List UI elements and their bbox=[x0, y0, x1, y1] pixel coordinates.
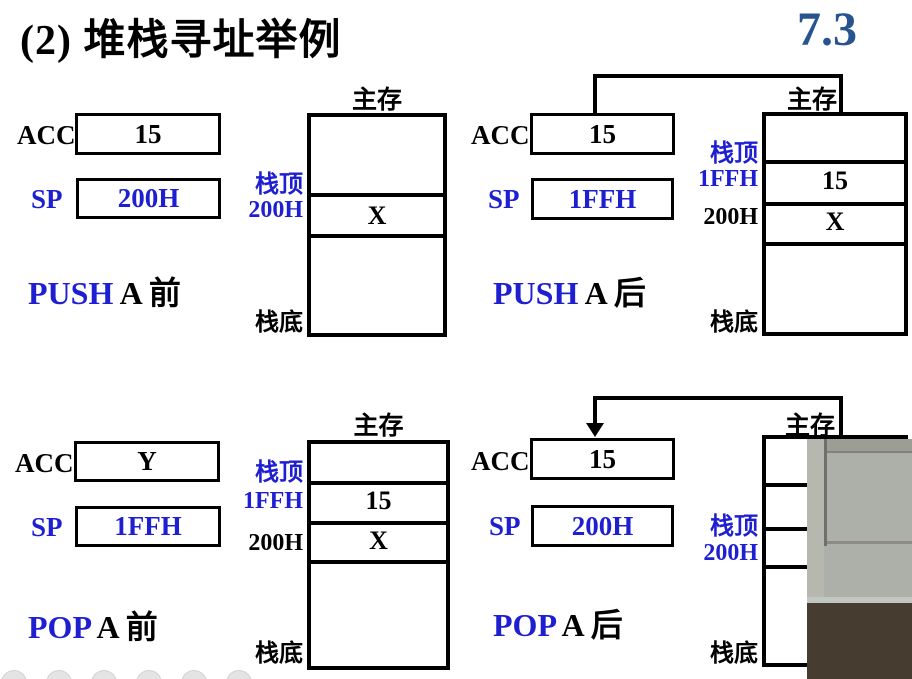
caption-op: PUSH bbox=[28, 275, 114, 311]
pop-arrow-segment bbox=[839, 400, 843, 436]
stack-top-address: 200H bbox=[703, 540, 758, 566]
acc-value: 15 bbox=[589, 118, 616, 149]
stack-top-label: 栈顶 bbox=[710, 514, 758, 540]
memory-title: 主存 bbox=[353, 413, 404, 440]
diagram-caption: PUSH A 前 bbox=[28, 268, 181, 314]
footer-dot bbox=[181, 670, 207, 679]
footer-dot bbox=[46, 670, 72, 679]
photo-horizontal-seam bbox=[827, 451, 912, 453]
acc-label: ACC bbox=[17, 120, 76, 150]
sp-register-box: 1FFH bbox=[75, 506, 221, 547]
stack-bottom-label: 栈底 bbox=[255, 641, 303, 667]
acc-value: 15 bbox=[134, 118, 162, 149]
memory-cell-value: X bbox=[369, 526, 388, 555]
pop-arrow-head-icon bbox=[586, 423, 604, 437]
push-arrow-segment bbox=[593, 74, 843, 78]
photo-top-shadow bbox=[824, 439, 912, 451]
caption-op: POP bbox=[493, 607, 556, 643]
second-address: 200H bbox=[703, 204, 758, 230]
stack-bottom-label: 栈底 bbox=[710, 310, 758, 336]
caption-rest: A 后 bbox=[561, 607, 623, 643]
memory-box: 15 X bbox=[762, 112, 908, 336]
photo-horizontal-seam bbox=[827, 541, 912, 544]
memory-cell-value: 15 bbox=[365, 486, 392, 515]
sp-register-box: 200H bbox=[76, 178, 221, 219]
caption-rest: A 后 bbox=[584, 275, 646, 311]
memory-divider bbox=[311, 521, 446, 525]
diagram-caption: POP A 前 bbox=[28, 602, 158, 648]
memory-divider bbox=[311, 234, 443, 238]
photo-counter-edge bbox=[807, 597, 912, 603]
caption-rest: A 前 bbox=[96, 609, 158, 645]
caption-rest: A 前 bbox=[119, 275, 181, 311]
memory-divider bbox=[766, 160, 904, 164]
sp-register-box: 1FFH bbox=[531, 178, 674, 220]
footer-dot bbox=[1, 670, 27, 679]
pop-arrow-segment bbox=[593, 400, 597, 424]
memory-box: 15 X bbox=[307, 440, 450, 670]
sp-value: 1FFH bbox=[568, 183, 637, 214]
memory-cell-value: X bbox=[825, 207, 845, 236]
footer-dot bbox=[226, 670, 252, 679]
sp-label: SP bbox=[31, 512, 63, 542]
memory-title: 主存 bbox=[786, 87, 837, 114]
stack-bottom-label: 栈底 bbox=[710, 641, 758, 667]
footer-dot bbox=[91, 670, 117, 679]
push-arrow-segment bbox=[593, 78, 597, 114]
memory-cell-value: X bbox=[367, 201, 387, 230]
caption-op: PUSH bbox=[493, 275, 579, 311]
stack-top-label: 栈顶 bbox=[255, 460, 303, 486]
footer-dot bbox=[136, 670, 162, 679]
stack-top-address: 1FFH bbox=[698, 166, 758, 192]
photo-dark-cabinet bbox=[807, 603, 912, 679]
diagram-caption: PUSH A 后 bbox=[493, 268, 646, 314]
acc-register-box: 15 bbox=[75, 113, 221, 155]
memory-cell-value: 15 bbox=[822, 166, 848, 195]
pop-arrow-segment bbox=[593, 396, 843, 400]
stack-top-address: 1FFH bbox=[243, 488, 303, 514]
caption-op: POP bbox=[28, 609, 91, 645]
memory-divider bbox=[311, 481, 446, 485]
acc-value: Y bbox=[137, 446, 157, 476]
acc-register-box: 15 bbox=[530, 113, 675, 155]
photo-vertical-seam bbox=[824, 439, 827, 546]
sp-label: SP bbox=[489, 511, 521, 541]
acc-register-box: 15 bbox=[530, 438, 675, 480]
memory-title: 主存 bbox=[351, 87, 402, 114]
section-number: 7.3 bbox=[797, 3, 857, 56]
acc-value: 15 bbox=[589, 443, 616, 474]
stack-bottom-label: 栈底 bbox=[255, 310, 303, 336]
sp-value: 200H bbox=[117, 183, 180, 213]
push-arrow-segment bbox=[839, 78, 843, 140]
acc-label: ACC bbox=[471, 446, 530, 476]
sp-label: SP bbox=[31, 184, 63, 214]
diagram-caption: POP A 后 bbox=[493, 600, 623, 646]
acc-register-box: Y bbox=[74, 441, 220, 482]
stack-top-label: 栈顶 bbox=[255, 172, 303, 198]
memory-divider bbox=[766, 202, 904, 206]
page-title: (2) 堆栈寻址举例 bbox=[20, 18, 342, 64]
sp-value: 1FFH bbox=[114, 511, 182, 541]
memory-divider bbox=[311, 193, 443, 197]
second-address: 200H bbox=[248, 530, 303, 556]
stack-top-address: 200H bbox=[248, 197, 303, 223]
sp-register-box: 200H bbox=[531, 505, 674, 547]
memory-box: X bbox=[307, 113, 447, 337]
acc-label: ACC bbox=[15, 448, 74, 478]
memory-divider bbox=[766, 242, 904, 246]
sp-label: SP bbox=[488, 184, 520, 214]
photo-panel-edge bbox=[807, 439, 824, 597]
stack-top-label: 栈顶 bbox=[710, 141, 758, 167]
memory-divider bbox=[311, 560, 446, 564]
webcam-photo bbox=[807, 439, 912, 679]
sp-value: 200H bbox=[571, 510, 634, 541]
acc-label: ACC bbox=[471, 120, 530, 150]
